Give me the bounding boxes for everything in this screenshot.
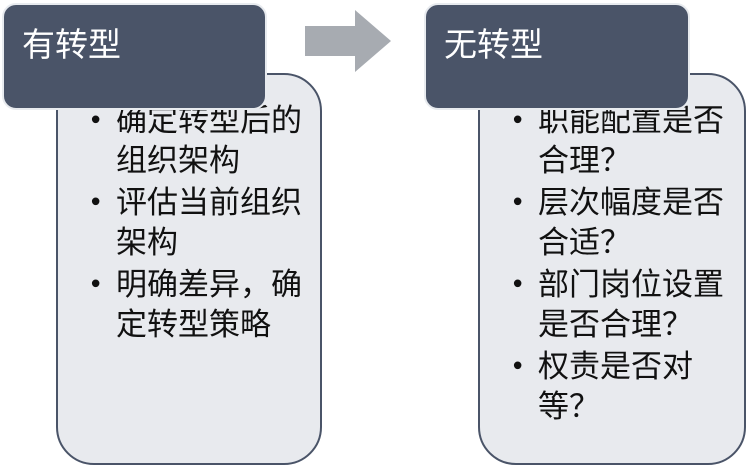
bullet-dot-icon: • <box>510 270 526 300</box>
left-bullet-list: • 确定转型后的组织架构 • 评估当前组织架构 • 明确差异，确定转型策略 <box>86 101 311 347</box>
right-bullet-text: 部门岗位设置是否合理？ <box>538 267 724 343</box>
right-bullet-text: 职能配置是否合理？ <box>538 103 724 179</box>
left-bullet-text: 确定转型后的组织架构 <box>116 103 302 179</box>
left-body-box: • 确定转型后的组织架构 • 评估当前组织架构 • 明确差异，确定转型策略 <box>56 73 322 465</box>
right-bullet-item: • 职能配置是否合理？ <box>508 101 733 181</box>
right-header-title: 无转型 <box>444 25 543 64</box>
right-bullet-text: 层次幅度是否合适？ <box>538 185 724 261</box>
left-bullet-item: • 明确差异，确定转型策略 <box>86 265 311 345</box>
left-header-box: 有转型 <box>2 3 267 110</box>
left-bullet-item: • 确定转型后的组织架构 <box>86 101 311 181</box>
bullet-dot-icon: • <box>88 106 104 136</box>
left-bullet-text: 评估当前组织架构 <box>116 185 302 261</box>
right-bullet-item: • 层次幅度是否合适？ <box>508 183 733 263</box>
bullet-dot-icon: • <box>510 188 526 218</box>
right-header-box: 无转型 <box>424 3 690 110</box>
bullet-dot-icon: • <box>510 352 526 382</box>
right-body-box: • 职能配置是否合理？ • 层次幅度是否合适？ • 部门岗位设置是否合理？ • 权责是否… <box>478 73 746 465</box>
bullet-dot-icon: • <box>88 270 104 300</box>
bullet-dot-icon: • <box>88 188 104 218</box>
right-bullet-text: 权责是否对等？ <box>538 349 693 425</box>
right-bullet-item: • 部门岗位设置是否合理？ <box>508 265 733 345</box>
left-bullet-text: 明确差异，确定转型策略 <box>116 267 302 343</box>
right-arrow-icon <box>305 10 391 72</box>
right-bullet-list: • 职能配置是否合理？ • 层次幅度是否合适？ • 部门岗位设置是否合理？ • 权责是否… <box>508 101 733 429</box>
arrow-shape <box>305 10 391 72</box>
bullet-dot-icon: • <box>510 106 526 136</box>
left-bullet-item: • 评估当前组织架构 <box>86 183 311 263</box>
left-header-title: 有转型 <box>22 25 121 64</box>
right-bullet-item: • 权责是否对等？ <box>508 347 733 427</box>
